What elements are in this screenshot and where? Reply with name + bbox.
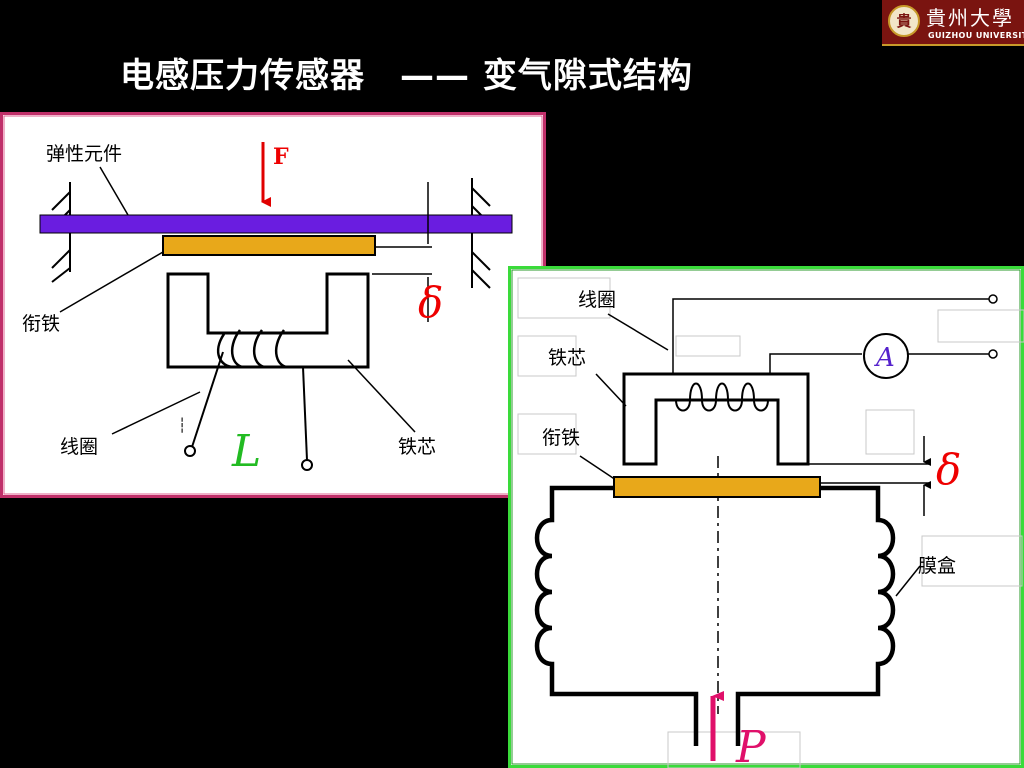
left-diagram-panel: F 弹性元件 ┆ δ 衔铁 线圈 L 铁芯	[0, 112, 546, 498]
coil-winding-right	[675, 382, 769, 412]
armature-plate	[162, 235, 376, 256]
diaphragm-box	[534, 485, 896, 746]
university-name-cn: 貴州大學	[926, 6, 1014, 30]
force-label: F	[273, 144, 289, 170]
core-label-right: 铁芯	[548, 347, 586, 369]
university-seal-icon: 貴	[888, 5, 920, 37]
ammeter-label: A	[874, 343, 895, 373]
coil-winding	[216, 329, 293, 369]
right-diagram-panel: 线圈 A 铁芯 衔铁 δ	[508, 266, 1024, 768]
right-diagram: 线圈 A 铁芯 衔铁 δ	[511, 269, 1024, 768]
left-diagram: F 弹性元件 ┆ δ 衔铁 线圈 L 铁芯	[3, 115, 543, 495]
ammeter-icon	[863, 333, 909, 379]
iron-core	[166, 272, 370, 369]
inductance-label: L	[231, 426, 261, 477]
elastic-element-label: 弹性元件	[46, 143, 122, 165]
core-label: 铁芯	[398, 436, 436, 458]
slide-title: 电感压力传感器 —— 变气隙式结构	[120, 56, 693, 96]
university-name-en: GUIZHOU UNIVERSITY	[928, 31, 1024, 40]
pressure-label: P	[735, 722, 767, 768]
armature-label: 衔铁	[22, 313, 60, 335]
coil-label: 线圈	[60, 436, 98, 458]
gap-label-right: δ	[936, 445, 961, 494]
diaphragm-box-label: 膜盒	[918, 555, 956, 577]
svg-text:┆: ┆	[178, 417, 186, 434]
elastic-beam	[39, 214, 513, 234]
armature-label-right: 衔铁	[542, 427, 580, 449]
university-logo: 貴 貴州大學 GUIZHOU UNIVERSITY	[882, 0, 1024, 46]
armature-plate-right	[613, 476, 821, 498]
iron-core-right	[622, 372, 810, 466]
coil-label-right: 线圈	[578, 289, 616, 311]
gap-label: δ	[418, 278, 443, 327]
